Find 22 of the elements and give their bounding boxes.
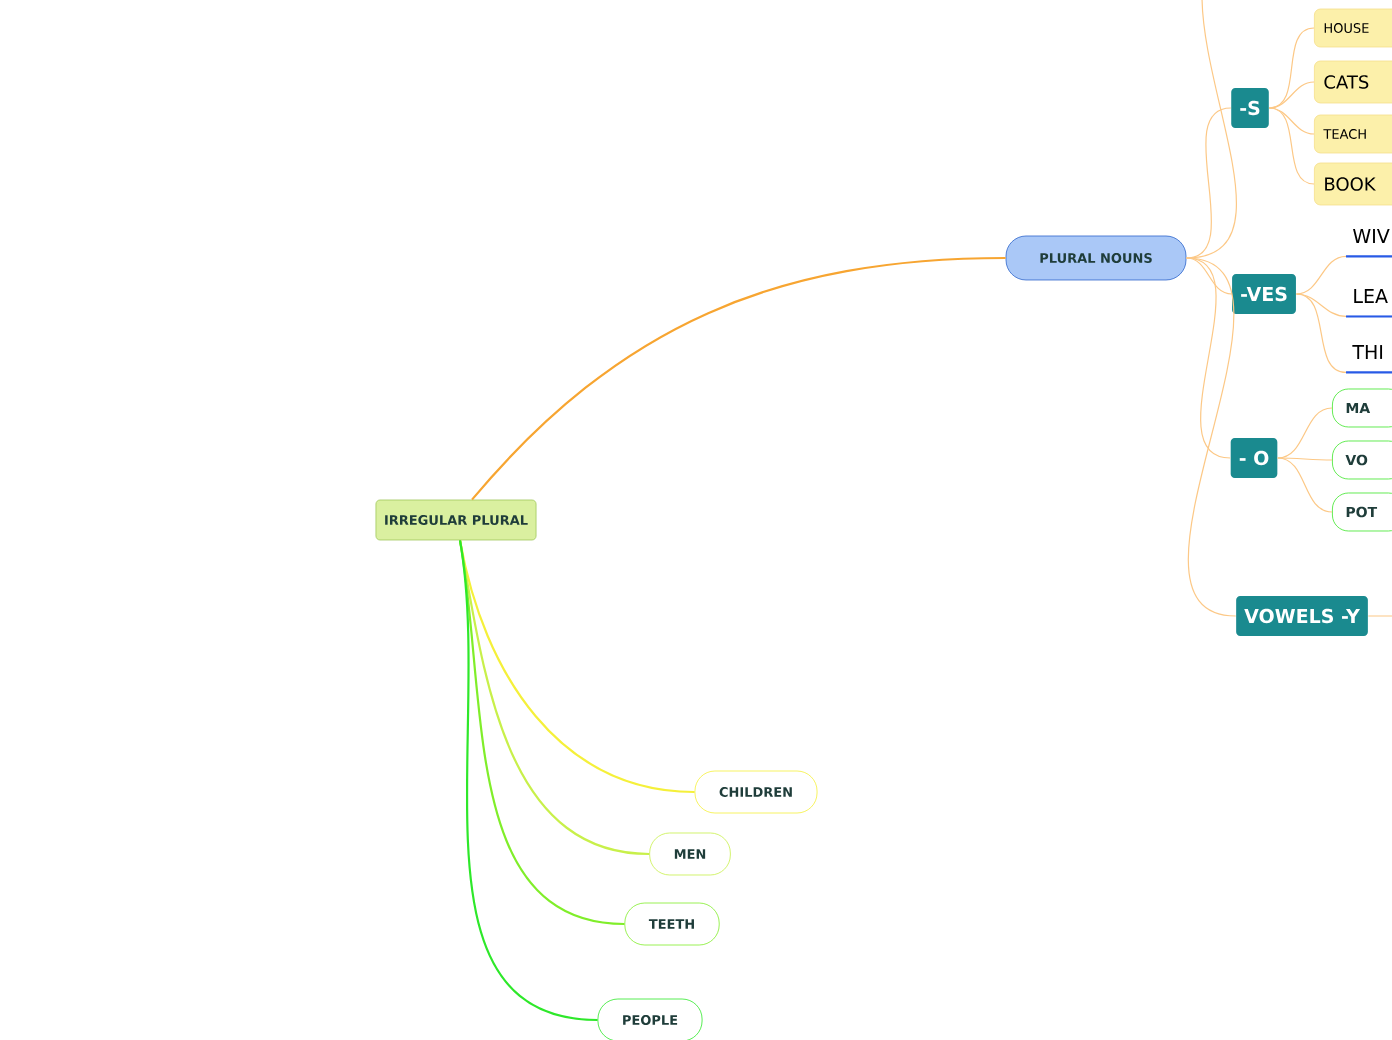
- connector: [1268, 107, 1315, 185]
- connector: [458, 540, 695, 794]
- underlined-word: LEA: [1346, 289, 1392, 318]
- connector: [1277, 457, 1333, 461]
- connector: [1268, 81, 1315, 109]
- connector: [458, 540, 598, 1022]
- connector: [1277, 457, 1333, 513]
- category-box: - O: [1230, 438, 1278, 478]
- word-box: CATS: [1314, 60, 1392, 104]
- underlined-word: THI: [1346, 345, 1392, 374]
- connector: [1185, 107, 1232, 259]
- connector: [1367, 615, 1392, 617]
- connector: [1295, 293, 1347, 373]
- word-box: BOOK: [1314, 162, 1392, 206]
- connector: [1295, 255, 1347, 295]
- category-box: -S: [1231, 88, 1269, 128]
- underlined-word: WIV: [1346, 229, 1392, 258]
- connector: [1277, 407, 1333, 459]
- category-box: VOWELS -Y: [1236, 596, 1368, 636]
- category-box: -VES: [1232, 274, 1296, 314]
- connector: [471, 256, 1006, 501]
- connector: [1185, 257, 1237, 617]
